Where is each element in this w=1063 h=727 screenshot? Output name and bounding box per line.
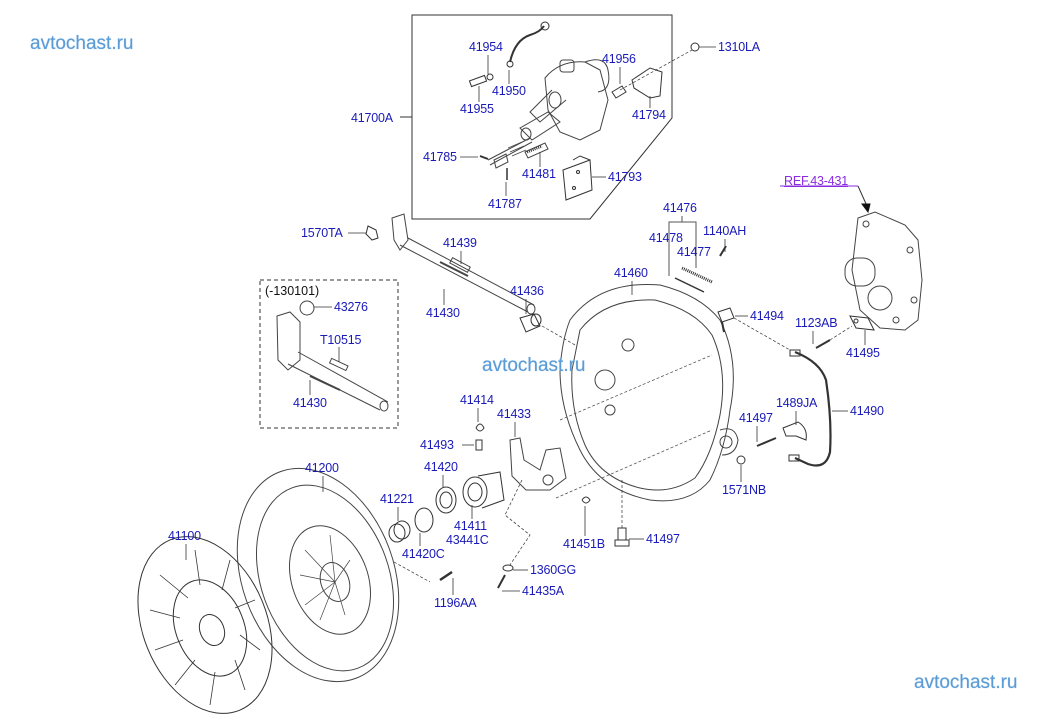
clip-41451B (581, 496, 591, 504)
part-label-1196AA[interactable]: 1196AA (434, 596, 477, 610)
hose-41950 (506, 21, 550, 68)
clutch-disc-41100 (137, 536, 273, 714)
part-label-41411[interactable]: 41411 (454, 519, 487, 533)
spring-41477 (674, 266, 713, 293)
part-label-41490[interactable]: 41490 (850, 404, 884, 418)
clamp-1489JA (782, 421, 807, 441)
part-label-43276[interactable]: 43276 (334, 300, 368, 314)
part-label-1571NB[interactable]: 1571NB (722, 483, 766, 497)
bleeder-41956 (611, 85, 627, 99)
part-label-41950[interactable]: 41950 (492, 84, 526, 98)
bracket-lines-41476 (668, 216, 697, 276)
part-label-43441C[interactable]: 43441C (446, 533, 489, 547)
part-label-41436[interactable]: 41436 (510, 284, 544, 298)
bolt-1140AH (719, 245, 727, 257)
bearing-41420 (435, 486, 457, 514)
release-fork-41433 (509, 437, 567, 491)
part-label-41495[interactable]: 41495 (846, 346, 880, 360)
fitting-41494 (717, 307, 791, 351)
part-label-41414[interactable]: 41414 (460, 393, 494, 407)
clip-41414 (475, 423, 485, 432)
optional-group-frame (259, 279, 399, 429)
part-label-41793[interactable]: 41793 (608, 170, 642, 184)
part-label-41439[interactable]: 41439 (443, 236, 477, 250)
part-label-1570TA[interactable]: 1570TA (301, 226, 343, 240)
part-label-41478[interactable]: 41478 (649, 231, 683, 245)
part-label-41954[interactable]: 41954 (469, 40, 503, 54)
part-label-41497-upper[interactable]: 41497 (739, 411, 773, 425)
part-label-41794[interactable]: 41794 (632, 108, 666, 122)
watermark-center: avtochast.ru (482, 355, 586, 376)
small-parts-41785-41787 (479, 144, 543, 180)
part-label-1310LA[interactable]: 1310LA (718, 40, 760, 54)
part-label-41497-lower[interactable]: 41497 (646, 532, 680, 546)
part-label-41955[interactable]: 41955 (460, 102, 494, 116)
part-label-41200[interactable]: 41200 (305, 461, 339, 475)
nut-1310LA (619, 42, 700, 91)
part-label-1360GG[interactable]: 1360GG (530, 563, 577, 577)
plate-41495 (849, 315, 875, 331)
release-shaft-alt-41430 (276, 300, 389, 412)
part-label-41700A[interactable]: 41700A (351, 111, 393, 125)
part-label-41956[interactable]: 41956 (602, 52, 636, 66)
bushing-41436 (519, 313, 576, 346)
part-label-41493[interactable]: 41493 (420, 438, 454, 452)
part-label-41481[interactable]: 41481 (522, 167, 556, 181)
part-label-41460[interactable]: 41460 (614, 266, 648, 280)
bolt-41497-upper (756, 437, 777, 447)
ring-41420C (414, 507, 434, 533)
serial-range-note: (-130101) (265, 284, 320, 298)
bolt-1123AB (815, 325, 853, 349)
fitting-1570TA (365, 225, 379, 241)
part-label-41221[interactable]: 41221 (380, 492, 414, 506)
part-label-41433[interactable]: 41433 (497, 407, 531, 421)
part-label-T10515[interactable]: T10515 (320, 333, 362, 347)
reference-label[interactable]: REF.43-431 (784, 174, 849, 188)
part-label-1140AH[interactable]: 1140AH (703, 224, 747, 238)
plate-41793 (562, 155, 593, 201)
watermark-bottom-right: avtochast.ru (914, 672, 1018, 693)
nut-1571NB (736, 455, 746, 465)
part-label-1123AB[interactable]: 1123AB (795, 316, 838, 330)
pressure-plate-41200 (236, 467, 400, 683)
part-label-41420[interactable]: 41420 (424, 460, 458, 474)
bolt-1196AA (393, 561, 453, 583)
transmission-cover-ref-43-431 (780, 185, 923, 331)
watermark-top-left: avtochast.ru (30, 33, 134, 54)
part-label-41451B[interactable]: 41451B (563, 537, 605, 551)
part-label-41785[interactable]: 41785 (423, 150, 457, 164)
part-label-41477[interactable]: 41477 (677, 245, 711, 259)
master-cylinder-group-frame (400, 14, 673, 220)
part-label-41430-alt[interactable]: 41430 (293, 396, 327, 410)
part-label-41787[interactable]: 41787 (488, 197, 522, 211)
part-label-41435A[interactable]: 41435A (522, 584, 564, 598)
bolt-41493 (475, 439, 483, 451)
sleeve-41221 (388, 520, 411, 543)
part-label-41100[interactable]: 41100 (168, 529, 201, 543)
part-label-41430-main[interactable]: 41430 (426, 306, 460, 320)
bracket-41794 (631, 67, 663, 99)
release-bearing-41411 (462, 471, 505, 509)
part-label-1489JA[interactable]: 1489JA (776, 396, 818, 410)
pipe-41490 (788, 349, 832, 467)
bolt-washer-1360GG-41435A (497, 479, 531, 589)
part-label-41476[interactable]: 41476 (663, 201, 697, 215)
part-label-41420C[interactable]: 41420C (402, 547, 445, 561)
bolt-41497-lower (614, 480, 630, 547)
clutch-master-cylinder (487, 59, 610, 169)
part-label-41494[interactable]: 41494 (750, 309, 784, 323)
clutch-housing-41460 (555, 283, 739, 502)
release-shaft-41430 (391, 213, 536, 315)
bolt-41955 (468, 73, 494, 88)
